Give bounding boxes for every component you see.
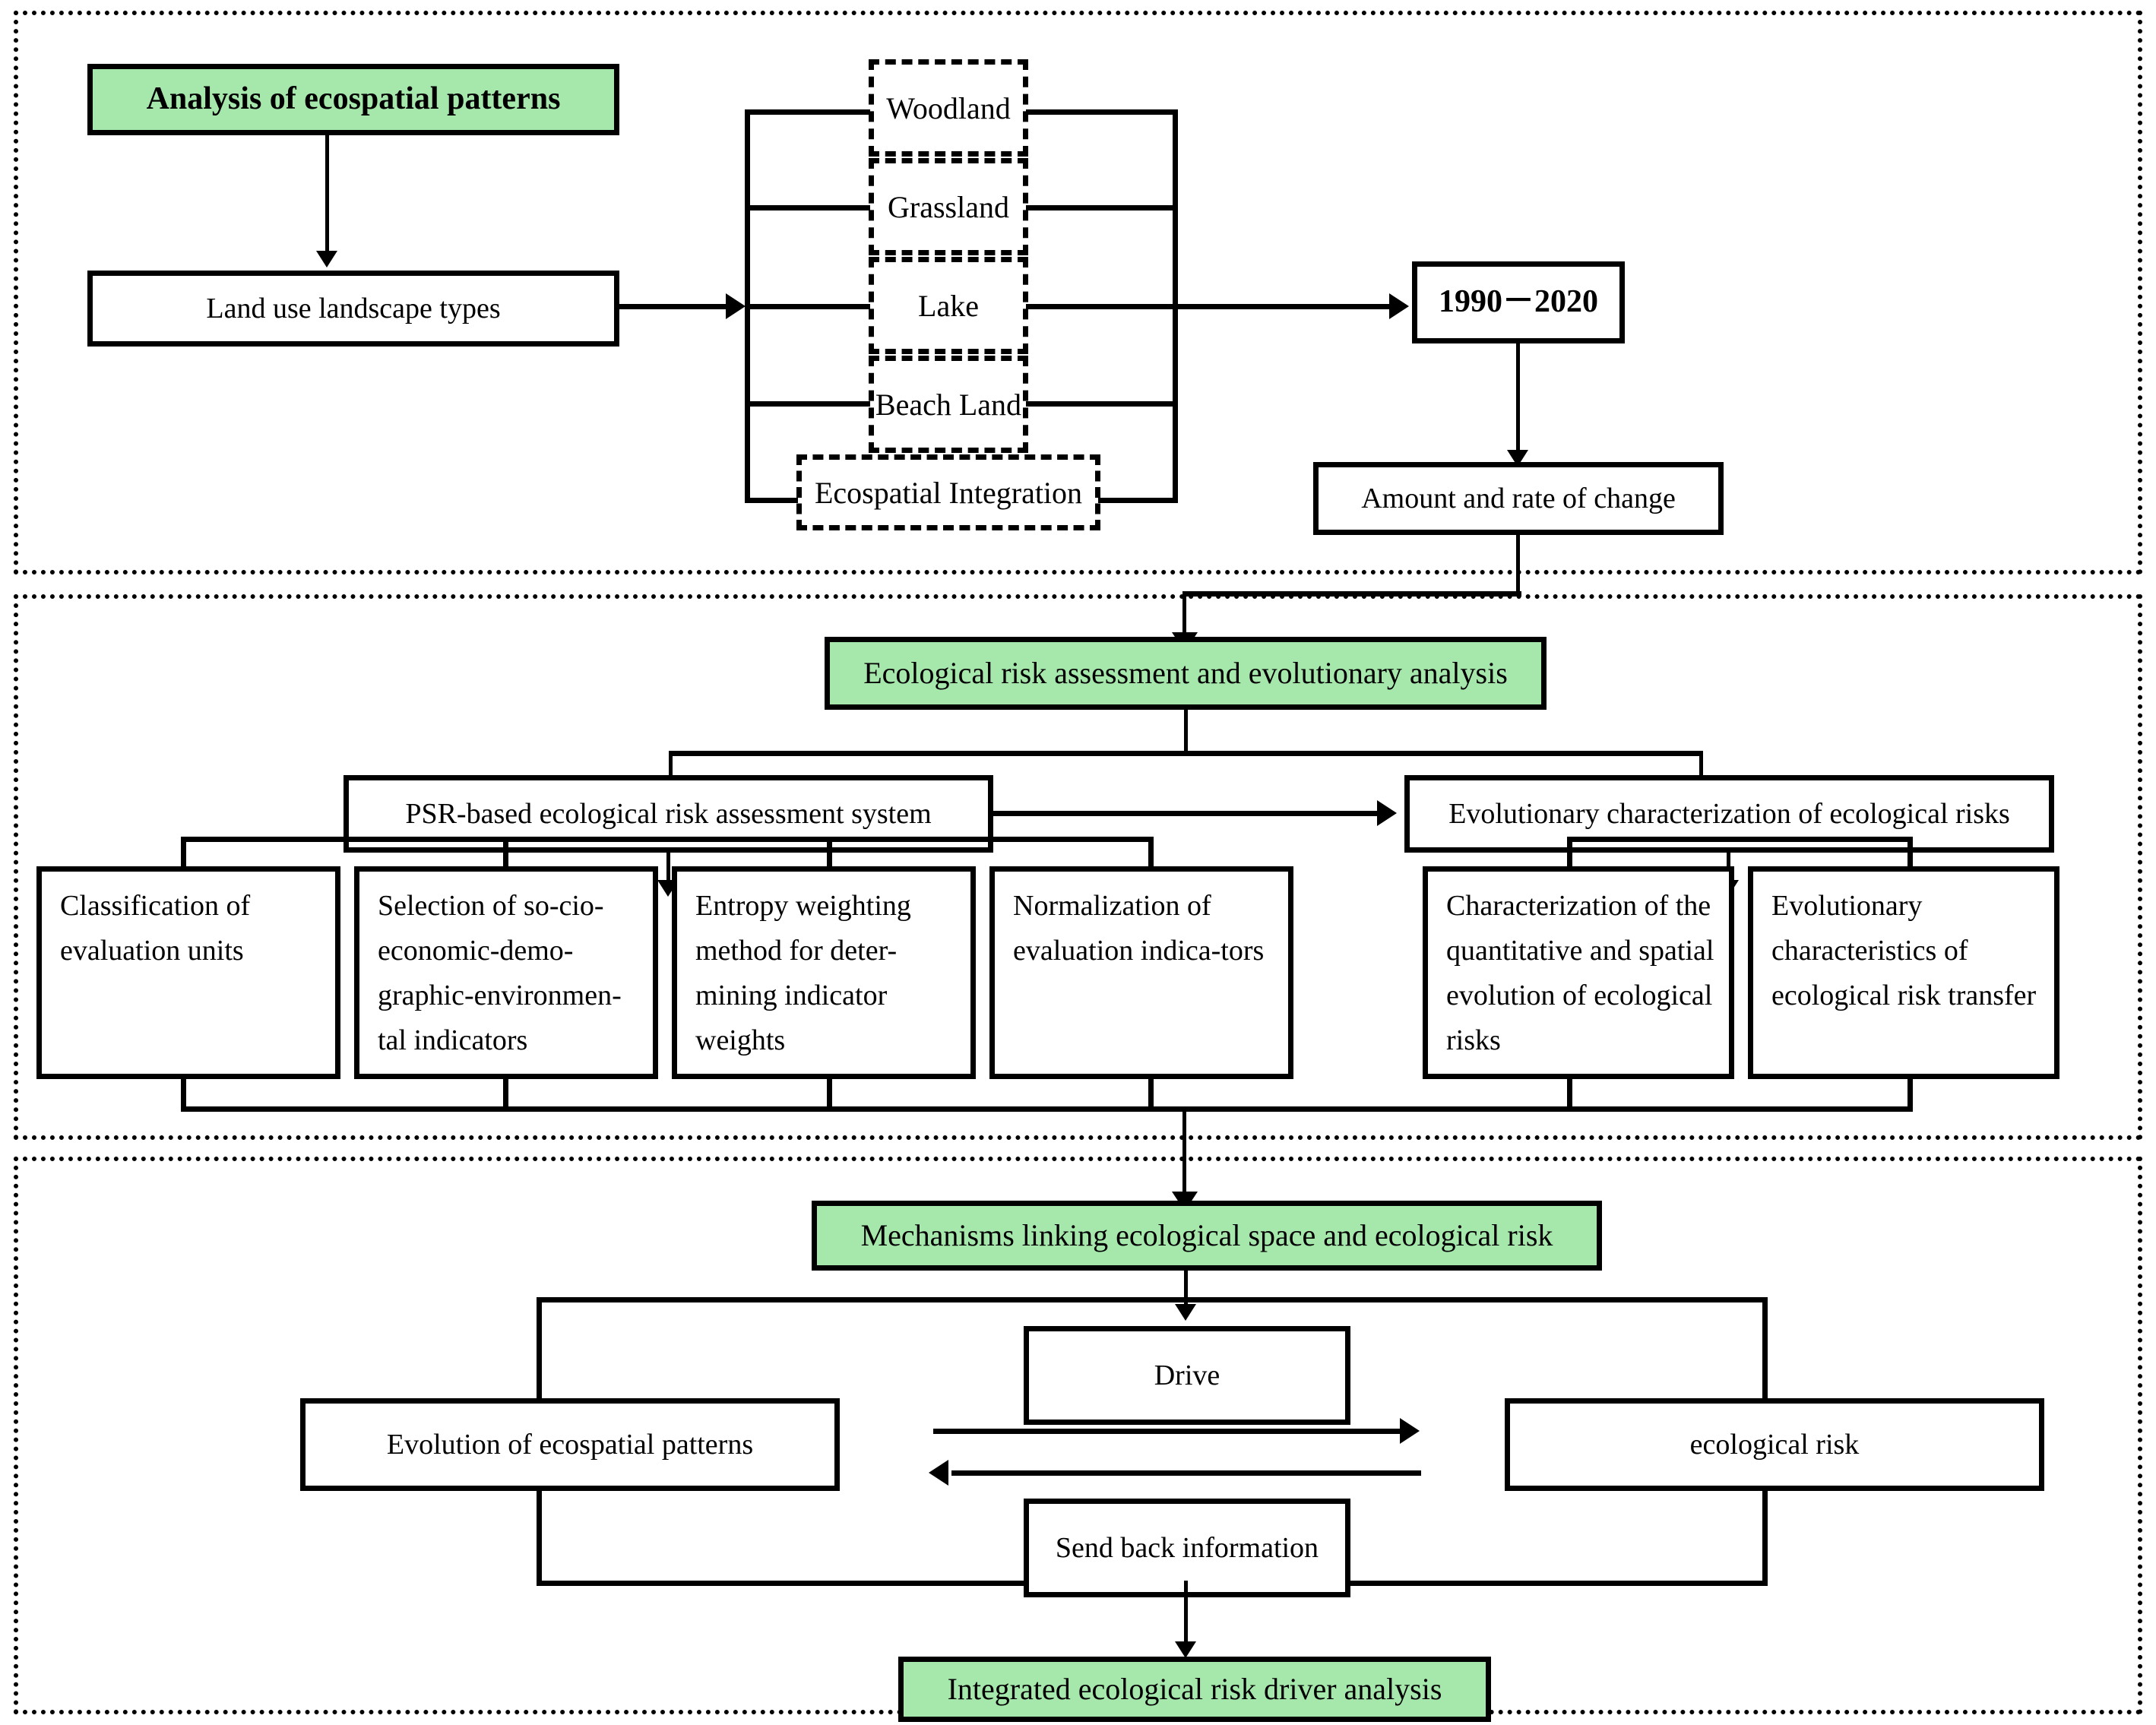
fan-out-beach-land xyxy=(1026,401,1178,407)
node-section3-header[interactable]: Mechanisms linking ecological space and … xyxy=(812,1201,1602,1271)
connector-header-to-landuse xyxy=(325,135,329,257)
node-category-woodland[interactable]: Woodland xyxy=(869,59,1028,157)
node-analysis-of-ecospatial-patterns[interactable]: Analysis of ecospatial patterns xyxy=(87,64,619,135)
connector-header2-to-left-branch xyxy=(669,751,673,778)
section-ecological-risk-assessment xyxy=(14,594,2142,1140)
connector-left-branch-to-right-branch xyxy=(993,811,1381,816)
arrowhead-drive xyxy=(1400,1418,1420,1444)
node-normalization-of-indicators[interactable]: Normalization of evaluation indica-tors xyxy=(989,866,1293,1079)
connector-landuse-to-fan xyxy=(619,304,730,309)
node-evolutionary-characterization[interactable]: Evolutionary characterization of ecologi… xyxy=(1404,775,2054,853)
node-entropy-weighting-method[interactable]: Entropy weighting method for deter-minin… xyxy=(672,866,976,1079)
arrowhead-branch-to-branch xyxy=(1377,800,1397,826)
connector-section2-to-section3 xyxy=(1182,1106,1186,1198)
node-evolutionary-characteristics-transfer[interactable]: Evolutionary characteristics of ecologic… xyxy=(1748,866,2059,1079)
arrow-feedback-line xyxy=(951,1470,1421,1476)
connector-header3-down xyxy=(1184,1271,1188,1310)
node-section2-header[interactable]: Ecological risk assessment and evolution… xyxy=(825,637,1547,710)
section-ecospatial-patterns xyxy=(14,11,2142,574)
fan-stub-woodland xyxy=(745,109,870,115)
right-drop-1 xyxy=(1567,837,1572,869)
arrowhead-header3-down xyxy=(1175,1304,1196,1321)
left-drop-2 xyxy=(503,837,508,869)
node-category-grassland[interactable]: Grassland xyxy=(869,158,1028,255)
node-category-lake[interactable]: Lake xyxy=(869,257,1028,354)
node-drive-label[interactable]: Drive xyxy=(1024,1326,1350,1425)
left-collector-bar xyxy=(181,1106,1154,1112)
node-classification-of-evaluation-units[interactable]: Classification of evaluation units xyxy=(36,866,340,1079)
node-selection-of-indicators[interactable]: Selection of so-cio-economic-demo-graphi… xyxy=(354,866,658,1079)
connector-left-branch-down xyxy=(666,853,670,886)
node-ecological-risk[interactable]: ecological risk xyxy=(1505,1398,2044,1491)
arrow-drive-line xyxy=(933,1429,1404,1434)
arrowhead-landuse-to-fan xyxy=(726,293,746,319)
connector-change-down xyxy=(1516,535,1520,594)
arrowhead-feedback xyxy=(929,1460,948,1486)
fan-out-lake xyxy=(1026,304,1178,309)
left-drop-3 xyxy=(827,837,832,869)
node-characterization-quantitative-spatial[interactable]: Characterization of the quantitative and… xyxy=(1423,866,1734,1079)
right-drop-2 xyxy=(1907,837,1913,869)
section2-merge-bar xyxy=(1148,1106,1764,1112)
node-category-beach-land[interactable]: Beach Land xyxy=(869,356,1028,453)
left-collect-3 xyxy=(827,1079,832,1111)
loop-top-bar xyxy=(537,1297,1768,1302)
fan-out-ecospatial-integration xyxy=(1098,498,1178,503)
left-branch-distribution-bar xyxy=(181,837,1154,842)
right-collect-1 xyxy=(1567,1079,1572,1111)
node-evolution-of-ecospatial-patterns[interactable]: Evolution of ecospatial patterns xyxy=(300,1398,840,1491)
node-amount-and-rate-of-change[interactable]: Amount and rate of change xyxy=(1313,462,1724,535)
arrowhead-header-to-landuse xyxy=(316,251,337,267)
connector-change-left xyxy=(1182,591,1521,597)
fan-out-woodland xyxy=(1026,109,1178,115)
connector-change-into-section2 xyxy=(1182,591,1186,638)
connector-header2-to-right-branch xyxy=(1699,751,1703,778)
left-collect-1 xyxy=(181,1079,186,1111)
right-collect-2 xyxy=(1907,1079,1913,1111)
connector-fan-to-period xyxy=(1173,304,1393,309)
left-drop-1 xyxy=(181,837,186,869)
fan-stub-beach-land xyxy=(745,401,870,407)
connector-loop-to-footer xyxy=(1184,1581,1188,1647)
connector-header2-down xyxy=(1184,710,1188,754)
node-land-use-landscape-types[interactable]: Land use landscape types xyxy=(87,271,619,347)
fan-out-grassland xyxy=(1026,205,1178,210)
fan-stub-lake xyxy=(745,304,870,309)
fan-stub-grassland xyxy=(745,205,870,210)
node-period-1990-2020[interactable]: 1990－2020 xyxy=(1412,261,1625,343)
right-branch-distribution-bar xyxy=(1567,837,1913,842)
fan-stub-ecospatial-integration xyxy=(745,498,798,503)
left-drop-4 xyxy=(1148,837,1154,869)
connector-header2-spread xyxy=(669,751,1702,756)
arrowhead-fan-to-period xyxy=(1389,293,1409,319)
arrowhead-loop-to-footer xyxy=(1175,1641,1196,1658)
node-integrated-risk-driver-analysis[interactable]: Integrated ecological risk driver analys… xyxy=(898,1657,1491,1722)
left-collect-4 xyxy=(1148,1079,1154,1111)
left-collect-2 xyxy=(503,1079,508,1111)
connector-period-to-change xyxy=(1516,343,1520,456)
node-category-ecospatial-integration[interactable]: Ecospatial Integration xyxy=(796,454,1100,530)
